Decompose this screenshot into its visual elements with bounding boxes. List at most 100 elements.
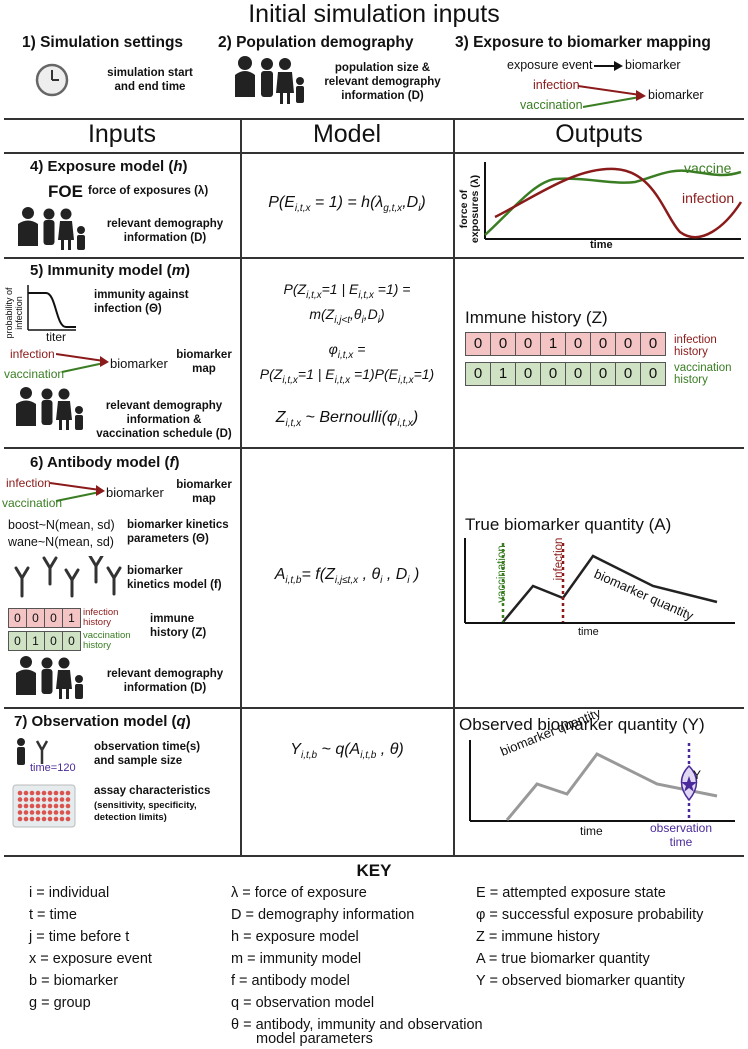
foe-text: force of exposures (λ) xyxy=(88,185,209,197)
model-header: Model xyxy=(312,120,382,148)
key-item: E = attempted exposure state xyxy=(476,885,666,901)
exposure-demography-text: relevant demography information (D) xyxy=(106,218,224,244)
small-infection-label: infection history xyxy=(83,607,119,628)
small-vaccination-cell: 0 xyxy=(45,632,63,650)
boost-label: boost~N(mean, sd) xyxy=(8,518,115,532)
population-icon xyxy=(16,656,83,699)
infection-label-r5: infection xyxy=(10,347,55,361)
key-title: KEY xyxy=(356,861,392,880)
key-item: Z = immune history xyxy=(476,929,600,945)
small-infection-cells: 0 0 0 1 xyxy=(8,608,81,628)
antibody-formula: Ai,t,b= f(Zi,j≤t,x , θi , Di ) xyxy=(274,566,420,587)
vaccination-history-cell: 0 xyxy=(591,363,616,385)
true-biomarker-chart xyxy=(464,538,735,624)
assay-title: assay characteristics xyxy=(94,785,211,797)
page-title: Initial simulation inputs xyxy=(248,0,500,28)
grid-top xyxy=(4,118,744,120)
vaccination-history-cell: 1 xyxy=(491,363,516,385)
prob-infection-label: probability of infection xyxy=(4,287,24,339)
immunity-curve-icon xyxy=(27,285,76,331)
observation-formula: Yi,t,b ~ q(Ai,t,b , θ) xyxy=(290,741,404,762)
mapping-arrows-icon xyxy=(50,482,105,502)
key-item: Y = observed biomarker quantity xyxy=(476,973,685,989)
exposure-chart-ylabel: force of exposures (λ) xyxy=(458,174,481,244)
mapping-arrows-icon xyxy=(578,85,646,108)
key-item: i = individual xyxy=(29,885,110,901)
wane-label: wane~N(mean, sd) xyxy=(8,535,114,549)
kinetics-params-label: biomarker kinetics parameters (Θ) xyxy=(127,519,229,545)
inputs-header: Inputs xyxy=(87,120,157,148)
immunity-demography-text: relevant demography information & vaccin… xyxy=(96,400,232,440)
biomarker-label-r5: biomarker xyxy=(110,356,168,371)
grid-row4-bottom xyxy=(4,257,744,259)
immunity-formula-3: Zi,t,x ~ Bernoulli(φi,t,x) xyxy=(275,409,419,430)
exposure-mapping-heading: 3) Exposure to biomarker mapping xyxy=(455,34,711,51)
prob-label-wrap: probability of infection xyxy=(4,285,24,338)
infection-label: infection xyxy=(533,78,580,92)
vaccination-history-cell: 0 xyxy=(566,363,591,385)
immunity-formula-2: φi,t,x =P(Zi,t,x=1 | Ei,t,x =1)P(Ei,t,x=… xyxy=(259,341,435,386)
grid-col1 xyxy=(240,118,242,857)
titer-label: titer xyxy=(46,330,67,344)
observed-chart-y-label: Y xyxy=(693,768,702,782)
small-infection-cell: 0 xyxy=(45,609,63,627)
key-item: φ = successful exposure probability xyxy=(476,907,704,923)
key-item: g = group xyxy=(29,995,91,1011)
true-chart-xlabel: time xyxy=(578,626,599,638)
vaccination-history-cell: 0 xyxy=(648,365,658,382)
infection-history-cell: 0 xyxy=(616,333,641,355)
immune-history-label-r6: immune history (Z) xyxy=(150,613,207,639)
key-item: b = biomarker xyxy=(29,973,119,989)
time-label: time=120 xyxy=(30,762,76,774)
biomarker-label-r6: biomarker xyxy=(106,485,164,500)
infection-history-cell: 0 xyxy=(648,335,658,352)
infection-history-label: infection history xyxy=(674,334,717,358)
infection-line-label: infection xyxy=(682,190,735,206)
small-infection-cell: 1 xyxy=(68,611,75,625)
observed-chart-xlabel: time xyxy=(580,824,603,838)
key-item: model parameters xyxy=(256,1031,373,1047)
outputs-header: Outputs xyxy=(555,120,643,148)
key-item: x = exposure event xyxy=(29,951,152,967)
vaccine-label: vaccine xyxy=(684,160,732,176)
exposure-chart-ylabel-wrap: force of exposures (λ) xyxy=(458,168,481,248)
key-item: A = true biomarker quantity xyxy=(476,951,650,967)
biomarker-label: biomarker xyxy=(625,58,681,72)
grid-row5-bottom xyxy=(4,447,744,449)
key-item: θ = antibody, immunity and observation xyxy=(231,1017,483,1033)
grid-row6-bottom xyxy=(4,707,744,709)
immunity-model-heading: 5) Immunity model (m) xyxy=(30,262,191,279)
true-chart-infection-label: infection xyxy=(553,537,565,581)
infection-history-cell: 1 xyxy=(541,333,566,355)
assay-plate-icon xyxy=(12,784,76,828)
grid-bottom xyxy=(4,855,744,857)
antibody-model-heading: 6) Antibody model (f) xyxy=(30,454,180,471)
infection-label-r6: infection xyxy=(6,476,51,490)
antibody-icon xyxy=(14,556,122,598)
true-biomarker-title: True biomarker quantity (A) xyxy=(465,515,672,534)
vaccination-history-label: vaccination history xyxy=(674,362,732,386)
small-vaccination-cell: 0 xyxy=(9,632,27,650)
vaccination-label: vaccination xyxy=(520,98,583,112)
infection-history-cells: 0 0 0 1 0 0 0 0 xyxy=(465,332,666,356)
vaccination-label-r5: vaccination xyxy=(4,367,65,381)
foe-label: FOE xyxy=(48,182,83,201)
antibody-demography-text: relevant demography information (D) xyxy=(106,668,224,694)
vaccination-history-cell: 0 xyxy=(466,363,491,385)
exposure-formula: P(Ei,t,x = 1) = h(λg,t,x,Di) xyxy=(268,194,426,215)
grid-header-bottom xyxy=(4,152,744,154)
small-vaccination-label: vaccination history xyxy=(83,630,131,651)
exposure-chart-xlabel: time xyxy=(590,239,613,251)
small-vaccination-cell: 0 xyxy=(68,634,75,648)
observed-biomarker-chart xyxy=(469,740,735,822)
true-chart-vaccination-label: vaccination xyxy=(496,545,508,603)
population-icon xyxy=(18,207,85,250)
immune-history-title: Immune history (Z) xyxy=(465,308,608,327)
population-demography-heading: 2) Population demography xyxy=(218,34,414,51)
key-item: m = immunity model xyxy=(231,951,362,967)
key-item: t = time xyxy=(29,907,77,923)
mapping-arrows-icon xyxy=(56,353,109,373)
grid-col2 xyxy=(453,118,455,857)
population-demography-text: population size & relevant demography in… xyxy=(324,62,441,102)
small-vaccination-cells: 0 1 0 0 xyxy=(8,631,81,651)
